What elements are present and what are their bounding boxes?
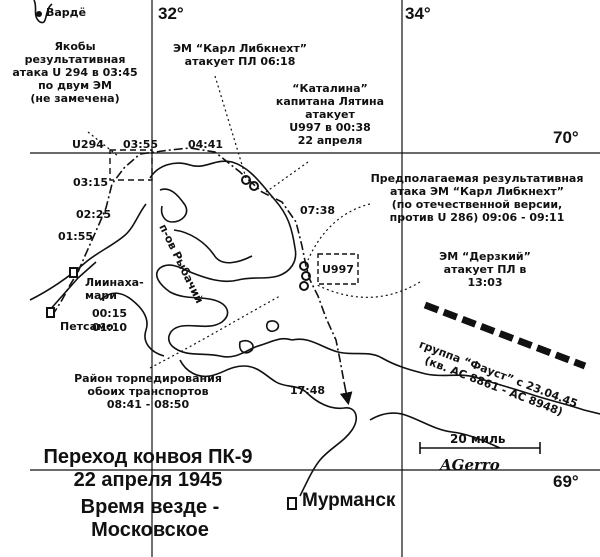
time-note: Время везде - Московское [80, 496, 220, 541]
u294-attack-note: Якобы результативная атака U 294 в 03:45… [12, 40, 138, 105]
faust-line [423, 301, 587, 370]
time-0315: 03:15 [73, 176, 109, 189]
settlement-markers [46, 267, 297, 510]
torpedo-area-note: Район торпедирования обоих транспортов 0… [74, 372, 222, 411]
vardo-label: Вардё [46, 6, 87, 19]
time-0441: 04:41 [188, 138, 224, 151]
ship-markers [241, 175, 311, 291]
scale-bar [419, 442, 541, 454]
rybachy-coast [149, 160, 297, 358]
coastline [29, 0, 600, 497]
lat-69-label: 69° [553, 472, 579, 491]
time-0015: 00:15 [92, 307, 128, 320]
time-0225: 02:25 [76, 208, 112, 221]
catalina-attack-note: “Каталина” капитана Лятина атакует U997 … [275, 82, 385, 147]
vardo-coast [33, 0, 53, 24]
scale-label: 20 миль [450, 432, 506, 446]
time-0155: 01:55 [58, 230, 94, 243]
liinahamari-label: Лиинаха- мари [85, 276, 144, 302]
land-west [29, 203, 147, 301]
derzkiy-attack-note: ЭМ “Дерзкий” атакует ПЛ в 13:03 [439, 250, 531, 289]
lat-70-label: 70° [553, 128, 579, 147]
petsamo-label: Петсамо [60, 320, 114, 333]
map-title: Переход конвоя ПК-9 22 апреля 1945 [43, 446, 253, 491]
leader-lines [87, 75, 421, 369]
time-0738: 07:38 [300, 204, 336, 217]
kola-east [369, 412, 501, 449]
lon-32-label: 32° [158, 4, 184, 23]
lon-34-label: 34° [405, 4, 431, 23]
islet-a [238, 339, 254, 354]
time-1748: 17:48 [290, 384, 326, 397]
inner-coast [159, 188, 188, 223]
vardo-marker [36, 11, 42, 17]
bay-1 [179, 359, 307, 393]
bay-2 [299, 391, 357, 497]
islet-b [265, 320, 280, 333]
time-0355: 03:55 [123, 138, 159, 151]
route-arrow [339, 381, 353, 406]
time-0110: 01:10 [92, 321, 128, 334]
peninsula-neck [173, 229, 253, 264]
murmansk-label: Мурманск [302, 490, 396, 511]
coordinate-grid [30, 0, 600, 557]
liebknecht-attack-note: ЭМ “Карл Либкнехт” атакует ПЛ 06:18 [172, 42, 307, 68]
u294-square [109, 149, 153, 181]
presumed-attack-note: Предполагаемая результативная атака ЭМ “… [370, 172, 584, 224]
u997-box [317, 253, 359, 285]
author-signature: AGerro [440, 456, 500, 474]
coast-west [99, 292, 165, 357]
u294-label: U294 [72, 138, 104, 151]
u997-label: U997 [322, 263, 354, 276]
southern-coast [291, 338, 600, 415]
convoy-route [51, 147, 345, 383]
